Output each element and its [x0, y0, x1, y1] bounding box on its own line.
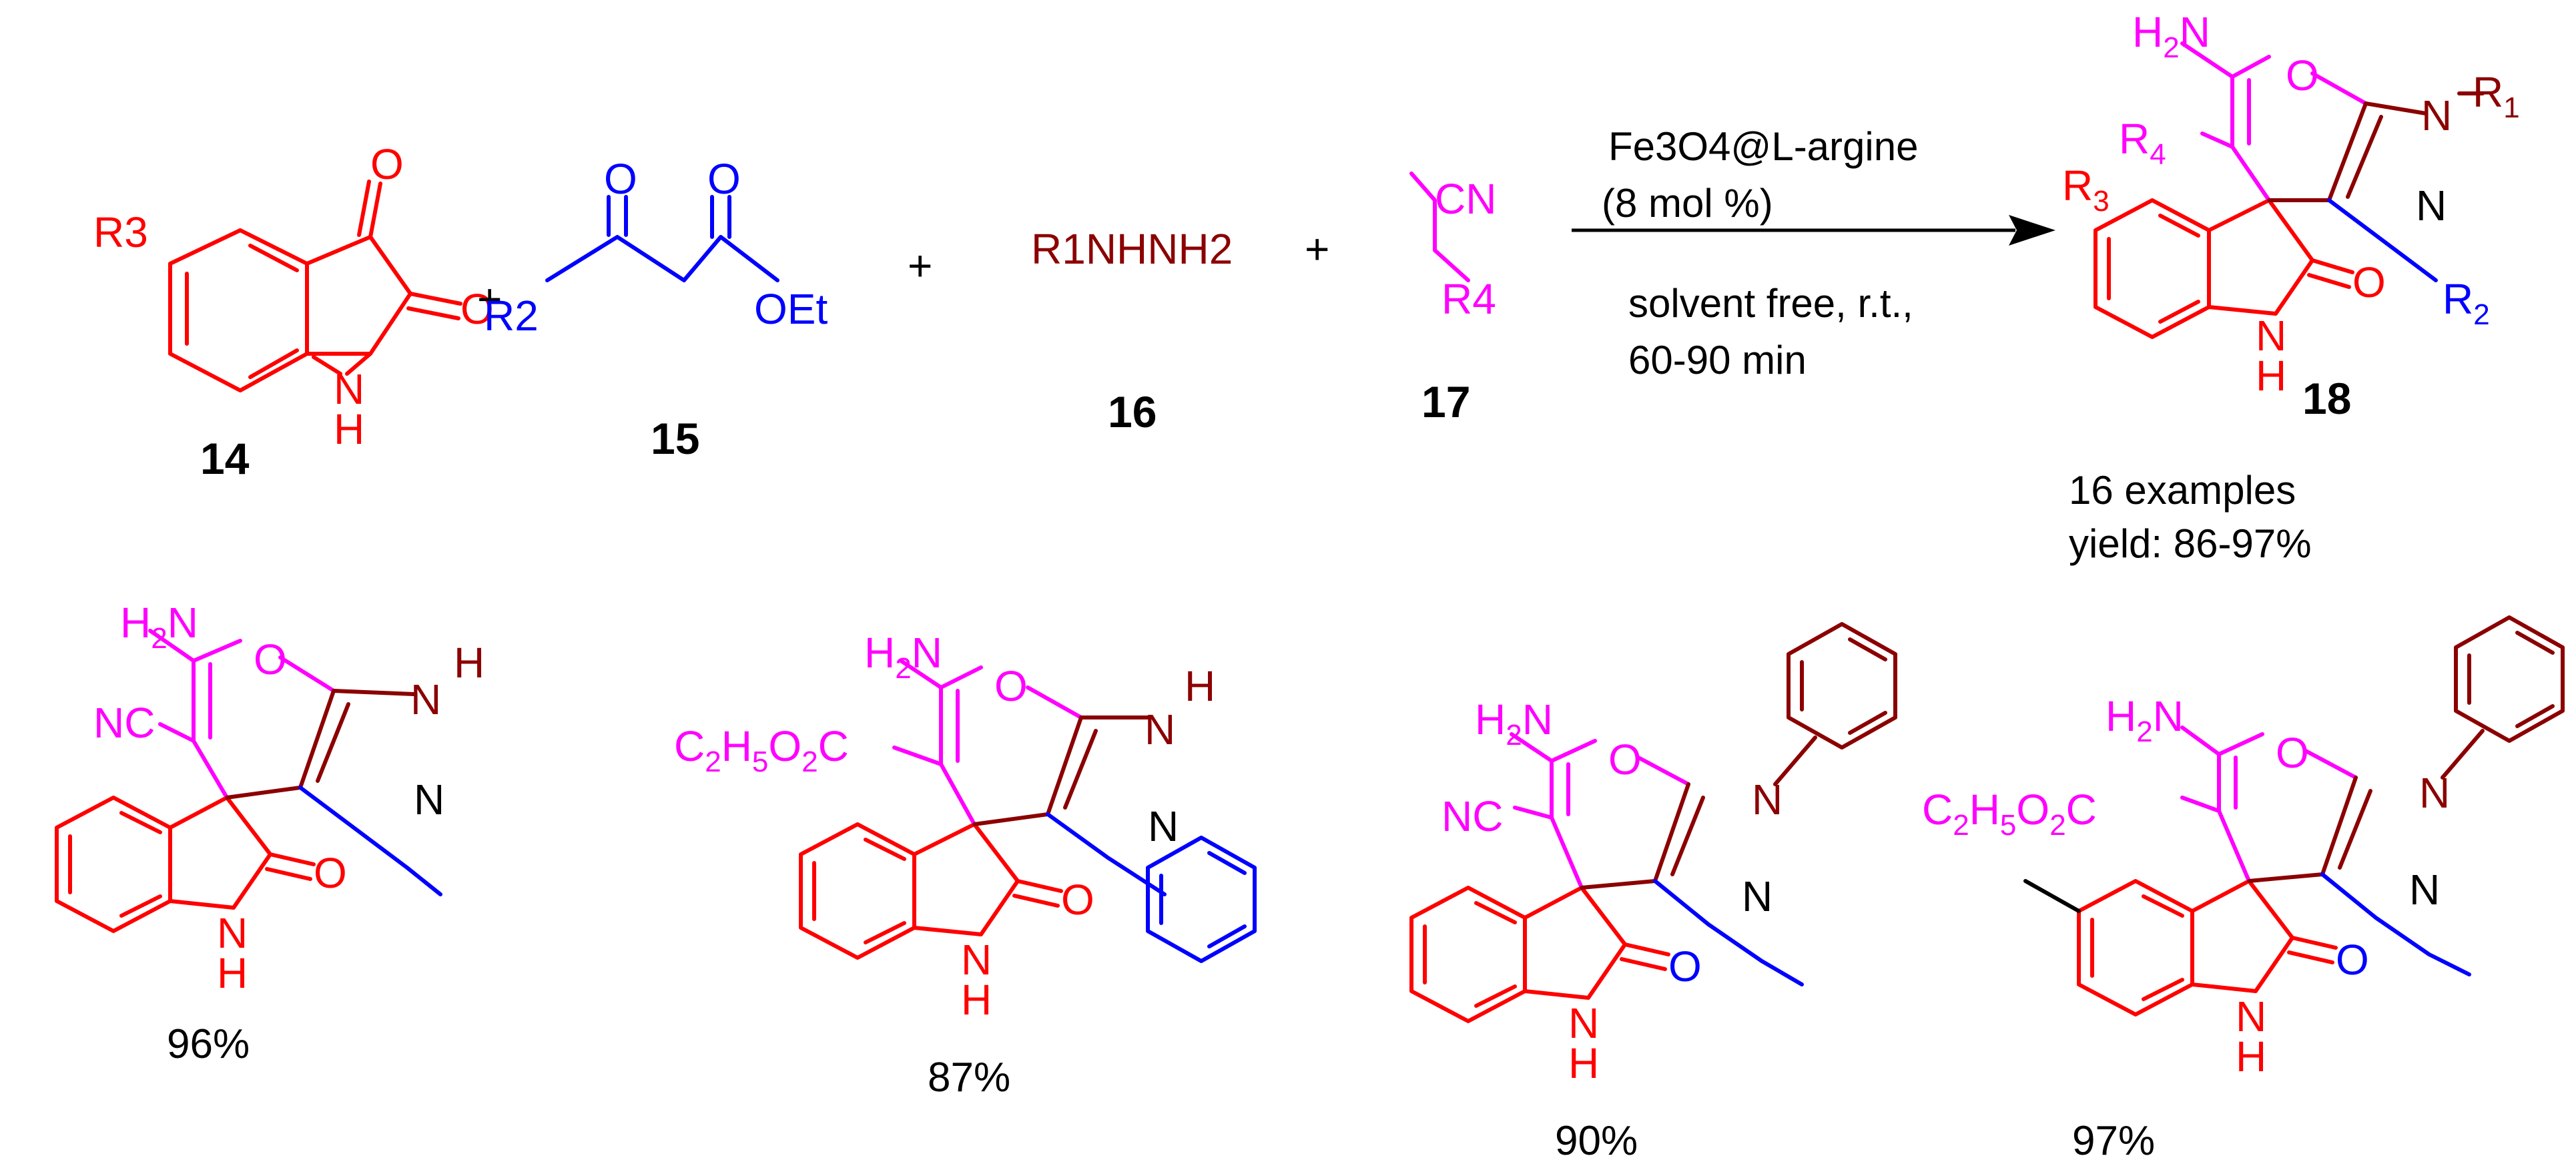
catalyst-loading: (8 mol %)	[1602, 181, 1773, 226]
ex2-nh-n: N	[961, 936, 992, 984]
ex4-n2: N	[2409, 866, 2440, 914]
hydrazine-formula: R1NHNH2	[1031, 225, 1233, 273]
ex3-n2: N	[1742, 872, 1773, 920]
ex4-nh-n: N	[2236, 992, 2266, 1041]
plus-1: +	[477, 275, 502, 323]
ex2-nh2: H2N	[864, 629, 942, 685]
ex1-n2: N	[414, 776, 444, 824]
ex2-n2: N	[1148, 802, 1179, 850]
ex4-oxo: O	[2336, 936, 2369, 984]
product-nh-n: N	[2256, 312, 2286, 360]
ex2-oxo: O	[1061, 876, 1094, 924]
conditions-label: solvent free, r.t.,	[1628, 281, 1913, 326]
ex4-n1: N	[2419, 769, 2450, 817]
reactant-15-number: 15	[651, 414, 699, 463]
ex2-ester: C2H5O2C	[674, 722, 849, 778]
ketoester-o-ester: O	[707, 155, 741, 203]
example-2-structure	[799, 659, 1257, 963]
ex1-nc: NC	[93, 699, 155, 747]
ex2-n1: N	[1145, 705, 1175, 754]
example-3-yield: 90%	[1555, 1118, 1638, 1164]
catalyst-label: Fe3O4@L-argine	[1608, 124, 1918, 169]
isatin-nh-n: N	[334, 365, 364, 413]
ex1-nh-n: N	[217, 909, 248, 957]
product-18-structure	[2094, 41, 2485, 339]
ex3-oxo: O	[1668, 942, 1702, 990]
ex3-nh-n: N	[1568, 999, 1599, 1047]
product-r2: R2	[2443, 275, 2490, 331]
product-r1: R1	[2473, 68, 2520, 124]
plus-3: +	[1305, 225, 1329, 273]
ex3-nc: NC	[1441, 792, 1503, 840]
ex4-nh-h: H	[2236, 1033, 2266, 1081]
example-1-yield: 96%	[167, 1021, 250, 1067]
product-n2: N	[2416, 182, 2447, 230]
example-1-structure	[55, 629, 442, 933]
reactant-15-ketoester	[545, 195, 779, 282]
ex2-h: H	[1185, 662, 1215, 710]
product-r3: R3	[2062, 162, 2110, 218]
ex3-nh2: H2N	[1475, 695, 1553, 752]
product-examples: 16 examples	[2069, 468, 2296, 513]
product-nh-h: H	[2256, 352, 2286, 400]
isatin-r3: R3	[93, 208, 148, 256]
product-oxo: O	[2352, 258, 2386, 306]
ex4-ester: C2H5O2C	[1922, 786, 2097, 842]
product-r4: R4	[2119, 115, 2166, 171]
isatin-o-lactam: O	[460, 285, 494, 333]
ex1-n1: N	[410, 675, 441, 723]
product-yield-range: yield: 86-97%	[2069, 521, 2312, 566]
ketoester-o-ketone: O	[604, 155, 637, 203]
isatin-o-ketone: O	[370, 140, 404, 188]
example-3-structure	[1409, 622, 1897, 1023]
isatin-nh-h: H	[334, 405, 364, 453]
ex2-nh-h: H	[961, 976, 992, 1024]
ex4-nh2: H2N	[2106, 692, 2184, 748]
reactant-17-number: 17	[1421, 377, 1470, 426]
ex1-oxo: O	[314, 849, 347, 897]
ex1-o: O	[254, 635, 287, 683]
product-18-number: 18	[2302, 374, 2351, 423]
ketoester-oet: OEt	[754, 285, 828, 333]
example-4-yield: 97%	[2072, 1118, 2155, 1164]
ketoester-r2: R2	[484, 292, 539, 340]
reaction-arrow	[1572, 215, 2055, 246]
product-o: O	[2286, 51, 2319, 99]
ex1-nh-h: H	[217, 949, 248, 997]
ex4-o: O	[2276, 729, 2309, 777]
ex3-n1: N	[1752, 776, 1783, 824]
nitrile-r4: R4	[1441, 275, 1496, 323]
time-label: 60-90 min	[1628, 338, 1807, 382]
example-2-yield: 87%	[928, 1055, 1010, 1101]
ex3-nh-h: H	[1568, 1039, 1599, 1087]
ex1-nh2: H2N	[120, 599, 198, 655]
reactant-14-number: 14	[200, 434, 250, 483]
plus-2: +	[908, 242, 932, 290]
product-nh2: H2N	[2132, 8, 2210, 64]
reactant-16-number: 16	[1108, 387, 1157, 436]
example-4-structure	[2023, 615, 2565, 1016]
reactant-17-nitrile	[1409, 172, 1470, 282]
ex2-o: O	[994, 662, 1028, 710]
reactant-14-isatin	[168, 180, 462, 392]
nitrile-cn: CN	[1435, 175, 1496, 223]
product-n1: N	[2421, 91, 2452, 139]
ex3-o: O	[1608, 736, 1642, 784]
ex1-h: H	[454, 639, 485, 687]
